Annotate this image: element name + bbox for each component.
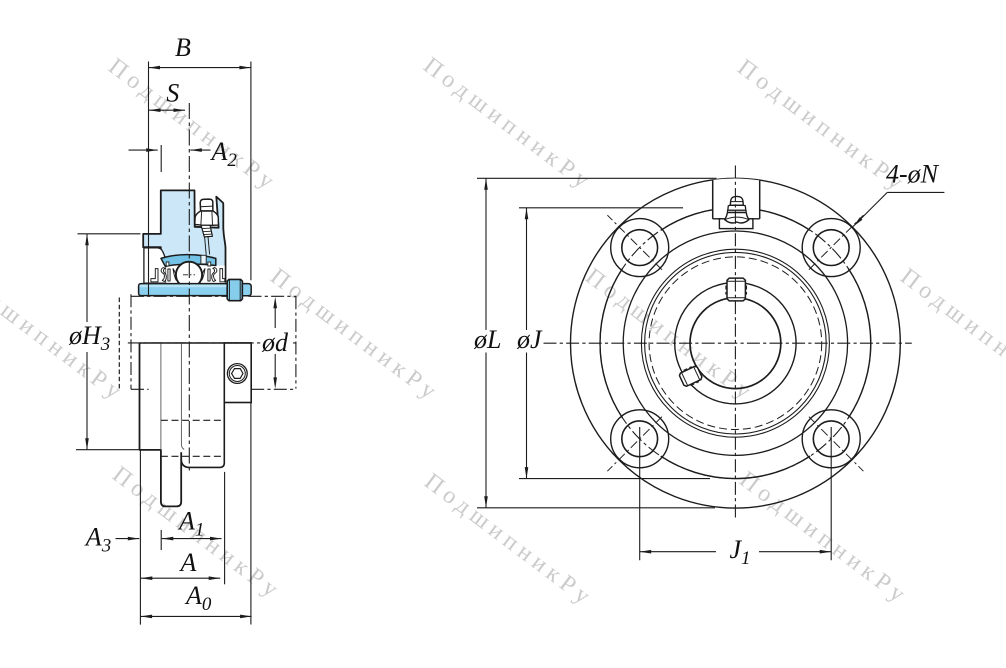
svg-text:ød: ød [261, 328, 289, 357]
svg-text:4-øN: 4-øN [886, 160, 940, 189]
svg-text:S: S [166, 79, 179, 108]
svg-text:A0: A0 [184, 581, 212, 615]
svg-text:øJ: øJ [516, 325, 543, 354]
svg-text:A: A [179, 548, 197, 577]
svg-text:øL: øL [473, 325, 501, 354]
svg-text:B: B [175, 33, 191, 62]
